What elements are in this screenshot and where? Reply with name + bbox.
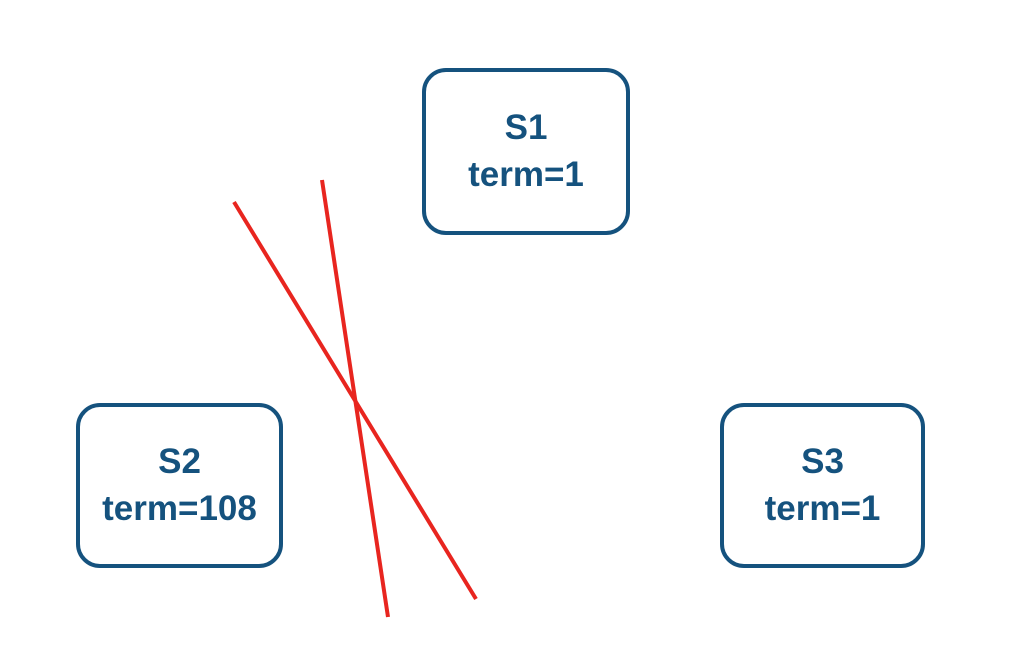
- node-s1-title: S1: [504, 108, 548, 148]
- node-s2-title: S2: [158, 442, 201, 482]
- strike-line-2: [320, 179, 390, 618]
- node-s2-term: term=108: [102, 488, 257, 528]
- node-s3[interactable]: S3 term=1: [720, 403, 925, 568]
- node-s2[interactable]: S2 term=108: [76, 403, 283, 568]
- node-s1[interactable]: S1 term=1: [422, 68, 630, 235]
- node-s3-term: term=1: [764, 488, 881, 528]
- node-s3-title: S3: [801, 442, 844, 482]
- node-s1-term: term=1: [468, 154, 584, 194]
